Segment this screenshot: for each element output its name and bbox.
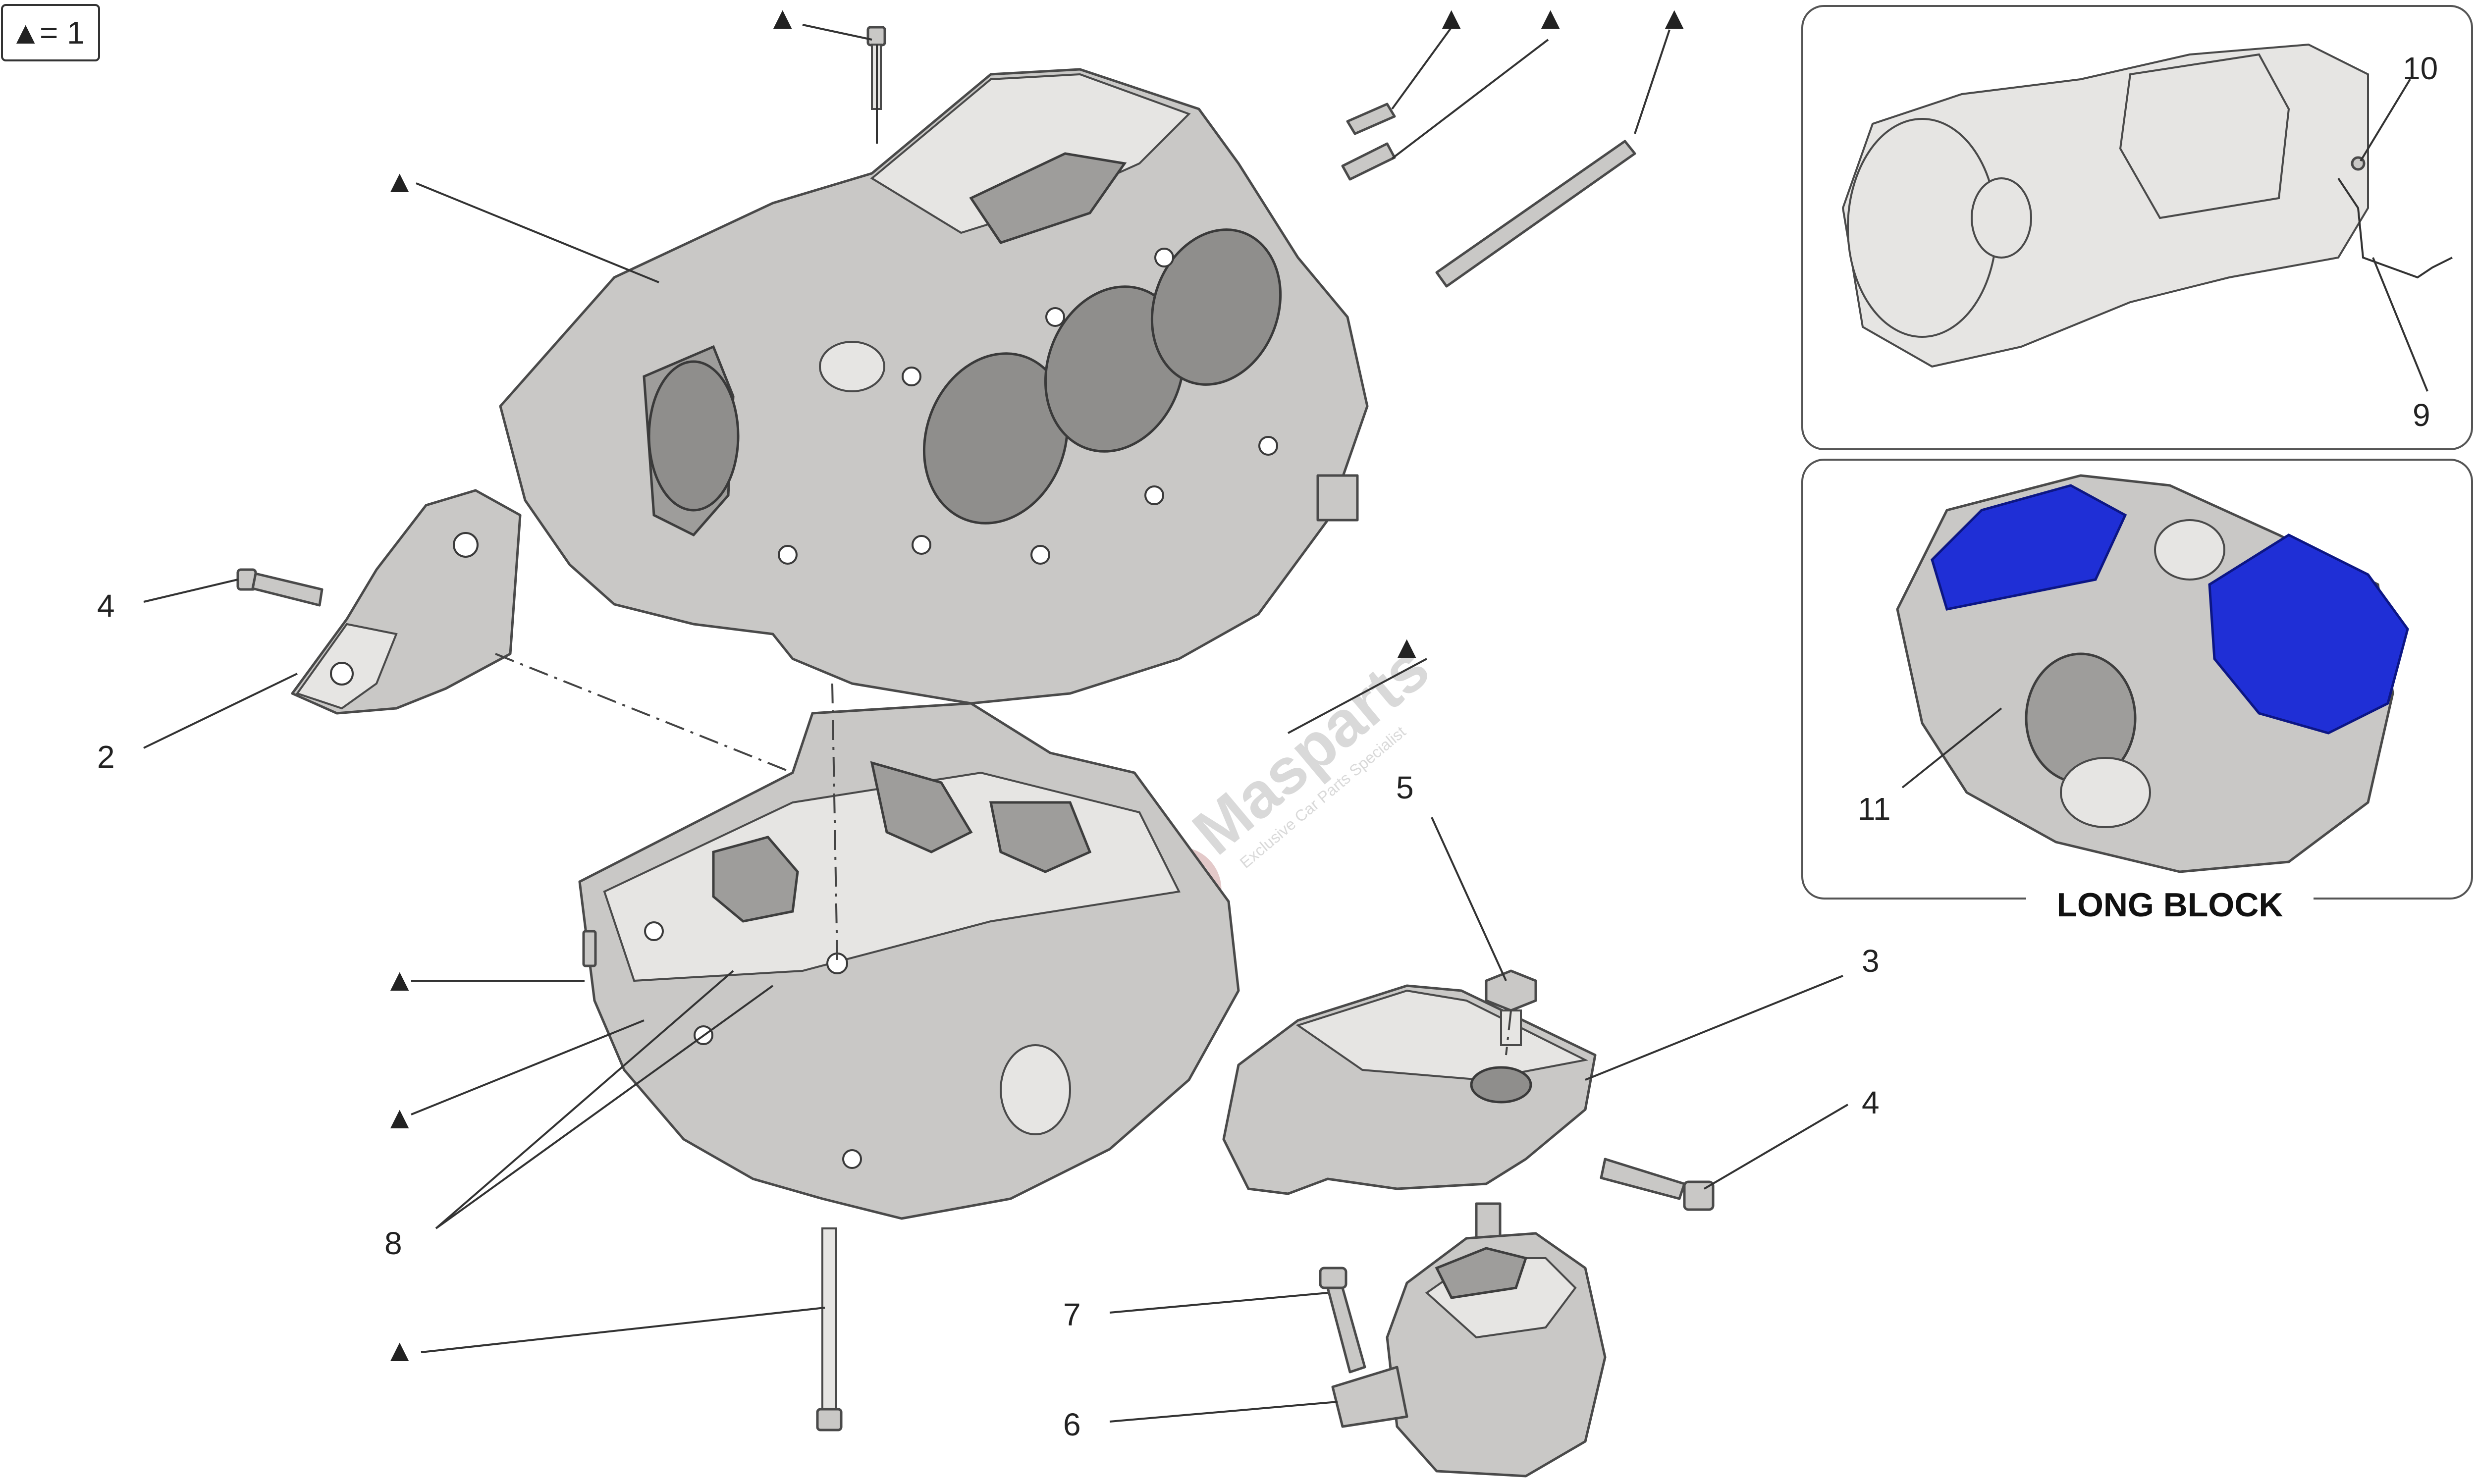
bolt-right	[1600, 1158, 1715, 1211]
callout-5: 5	[1396, 770, 1414, 805]
dowel-pin-medium	[1341, 142, 1396, 181]
triangle-marker-icon: ▲	[1391, 629, 1422, 665]
callout-9: 9	[2413, 397, 2430, 433]
engine-mount-rubber	[1331, 1202, 1607, 1478]
callout-7: 7	[1063, 1297, 1081, 1332]
callout-2: 2	[97, 739, 115, 775]
triangle-marker-icon: ▲	[1436, 0, 1467, 36]
legend-box: ▲ = 1	[1, 4, 100, 61]
inset-transmission: 10 9	[1801, 5, 2473, 450]
triangle-marker-icon: ▲	[384, 1100, 415, 1135]
callout-4-left: 4	[97, 588, 115, 624]
upper-engine-block	[499, 68, 1369, 705]
triangle-marker-icon: ▲	[384, 962, 415, 998]
bolt-left	[236, 568, 323, 607]
triangle-marker-icon: ▲	[1535, 0, 1566, 36]
triangle-marker-icon: ▲	[1659, 0, 1690, 36]
lower-crankcase	[578, 702, 1240, 1220]
triangle-marker-icon: ▲	[384, 163, 415, 199]
legend-value: = 1	[40, 15, 85, 51]
long-block-title: LONG BLOCK	[2056, 886, 2283, 924]
callout-6: 6	[1063, 1407, 1081, 1442]
alignment-lines	[495, 653, 1512, 1056]
callout-10: 10	[2403, 51, 2438, 86]
inset-long-block: 11 LONG BLOCK	[1801, 459, 2473, 926]
watermark-brand: Masparts	[1179, 631, 1442, 868]
legend-text: ▲	[10, 15, 41, 51]
engine-mount-bracket-left	[291, 489, 522, 715]
triangle-markers: ▲ ▲ ▲ ▲ ▲ ▲ ▲ ▲ ▲	[384, 0, 1690, 1368]
top-bolt	[866, 26, 886, 110]
callout-4-right: 4	[1862, 1085, 1880, 1120]
lower-long-bolt	[816, 1227, 843, 1431]
triangle-marker-icon: ▲	[384, 1332, 415, 1368]
small-bolt-lower-left	[582, 930, 597, 967]
bolt-7	[1319, 1267, 1366, 1374]
callout-3: 3	[1862, 943, 1880, 979]
long-stud	[1435, 140, 1636, 288]
dowel-pin-small	[1346, 103, 1396, 135]
engine-mount-bracket-right	[1222, 984, 1597, 1195]
triangle-marker-icon: ▲	[767, 0, 798, 36]
leader-lines	[143, 24, 1849, 1423]
callout-11: 11	[1858, 791, 1890, 827]
callout-numbers: 4 2 5 3 4 8 7 6	[97, 588, 1880, 1442]
callout-8: 8	[384, 1225, 402, 1261]
